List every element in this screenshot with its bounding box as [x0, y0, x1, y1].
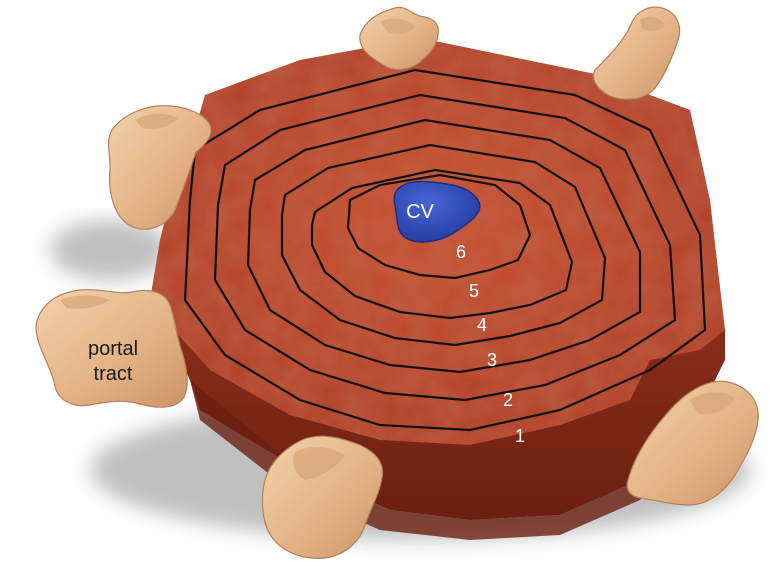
- zone-label-2: 2: [503, 390, 513, 410]
- zone-label-5: 5: [469, 281, 479, 301]
- portal-tract-label-line1: portal: [88, 338, 138, 360]
- zone-label-6: 6: [456, 242, 466, 262]
- zone-label-4: 4: [477, 315, 487, 335]
- zone-label-1: 1: [515, 426, 525, 446]
- portal-tract-top-right: [593, 7, 679, 99]
- zone-label-3: 3: [487, 350, 497, 370]
- central-vein-label: CV: [406, 201, 434, 223]
- portal-tract-label-line2: tract: [94, 363, 133, 385]
